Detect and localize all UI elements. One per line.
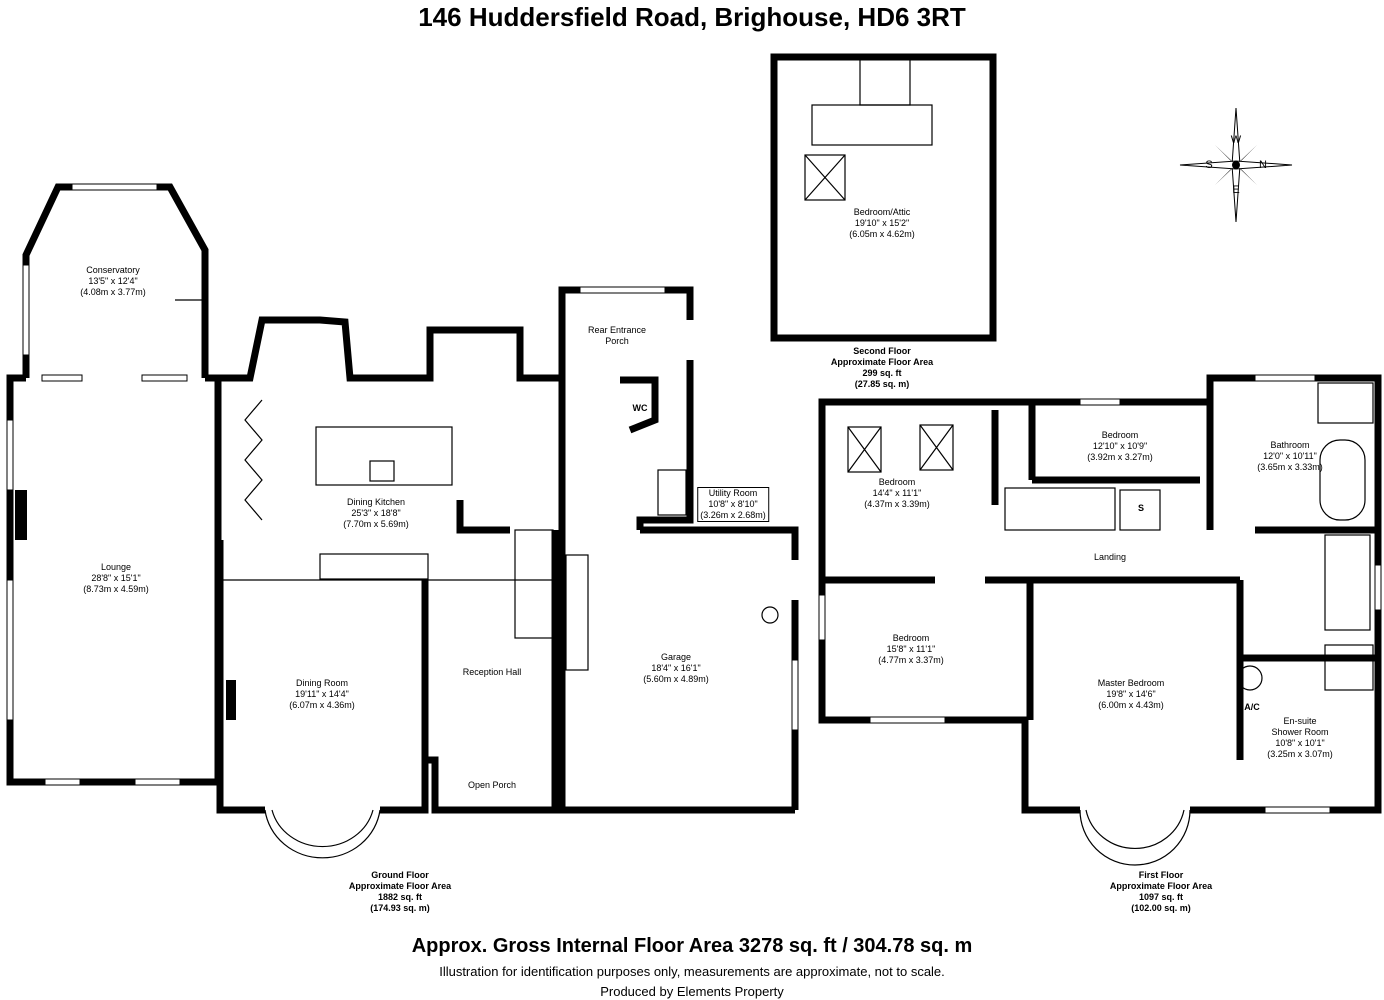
room-label-utility-room: Utility Room 10'8" x 8'10" (3.26m x 2.68… [697,487,769,522]
room-label-bedroom-1: Bedroom 14'4" x 11'1" (4.37m x 3.39m) [864,477,930,510]
room-size-imperial: 13'5" x 12'4" [88,276,138,286]
room-name-line2: Shower Room [1271,727,1329,737]
first-floor-plan [818,374,1382,866]
room-label-garage: Garage 18'4" x 16'1" (5.60m x 4.89m) [643,652,709,685]
room-name: Dining Room [295,678,349,688]
first-floor-area: First Floor Approximate Floor Area 1097 … [1110,870,1212,914]
room-name: Bathroom [1270,440,1310,450]
room-label-rear-porch: Rear Entrance Porch [588,325,646,347]
room-size-metric: (4.08m x 3.77m) [80,287,146,297]
room-label-open-porch: Open Porch [467,780,517,790]
room-name: Utility Room [708,488,758,498]
room-size-imperial: 19'11" x 14'4" [295,689,349,699]
room-name: Bedroom [878,477,916,487]
area-line: First Floor [1138,870,1184,880]
lounge-walls [6,374,222,786]
hall-walls [425,530,559,814]
first-floor-outer [818,374,1382,814]
area-line: 1097 sq. ft [1138,892,1184,902]
compass-w-label: W [1230,134,1242,146]
room-size-imperial: 10'8" x 10'1" [1275,738,1325,748]
area-line: Approximate Floor Area [1109,881,1213,891]
room-label-bedroom-attic: Bedroom/Attic 19'10" x 15'2" (6.05m x 4.… [849,207,915,240]
compass-rose [1179,107,1293,223]
area-line: Approximate Floor Area [348,881,452,891]
room-size-imperial: 10'8" x 8'10" [708,499,758,509]
area-line: 1882 sq. ft [377,892,423,902]
room-size-metric: (3.26m x 2.68m) [700,510,766,520]
area-line: (102.00 sq. m) [1131,903,1191,913]
room-size-imperial: 15'8" x 11'1" [886,644,936,654]
room-label-wc: WC [632,403,648,413]
gross-floor-area: Approx. Gross Internal Floor Area 3278 s… [411,935,973,957]
room-size-metric: (8.73m x 4.59m) [83,584,149,594]
room-name: Dining Kitchen [346,497,406,507]
room-name: Master Bedroom [1097,678,1165,688]
page-title: 146 Huddersfield Road, Brighouse, HD6 3R… [418,2,966,32]
second-floor-plan [770,53,997,342]
compass-e-label: E [1232,184,1240,196]
room-name: Bedroom [1101,430,1139,440]
room-name: En-suite [1283,716,1317,726]
room-label-bedroom-3: Bedroom 15'8" x 11'1" (4.77m x 3.37m) [878,633,944,666]
room-label-landing: Landing [1093,552,1127,562]
room-size-imperial: 18'4" x 16'1" [651,663,701,673]
area-line: Second Floor [853,346,911,356]
room-size-imperial: 19'10" x 15'2" [854,218,910,228]
room-size-imperial: 12'10" x 10'9" [1092,441,1148,451]
room-size-imperial: 28'8" x 15'1" [91,573,141,583]
compass-s-label: S [1205,159,1213,171]
room-name-line2: Porch [605,336,629,346]
ground-floor-area: Ground Floor Approximate Floor Area 1882… [349,870,451,914]
room-name: Lounge [100,562,132,572]
room-size-metric: (3.92m x 3.27m) [1087,452,1153,462]
room-label-ac: A/C [1244,702,1260,712]
credit: Produced by Elements Property [600,984,784,999]
room-label-conservatory: Conservatory 13'5" x 12'4" (4.08m x 3.77… [80,265,146,298]
room-size-metric: (3.65m x 3.33m) [1257,462,1323,472]
room-name: Bedroom/Attic [853,207,911,217]
garage-walls [558,530,795,814]
room-name: Rear Entrance [587,325,647,335]
compass-n-label: N [1259,159,1267,171]
room-name: Conservatory [86,265,140,275]
room-size-imperial: 14'4" x 11'1" [872,488,922,498]
room-size-metric: (6.00m x 4.43m) [1098,700,1164,710]
room-size-imperial: 19'8" x 14'6" [1106,689,1156,699]
area-line: 299 sq. ft [862,368,902,378]
room-size-metric: (5.60m x 4.89m) [643,674,709,684]
dining-room-walls [216,580,265,814]
room-label-lounge: Lounge 28'8" x 15'1" (8.73m x 4.59m) [83,562,149,595]
room-size-imperial: 12'0" x 10'11" [1263,451,1317,461]
room-size-metric: (6.05m x 4.62m) [849,229,915,239]
room-size-metric: (4.37m x 3.39m) [864,499,930,509]
area-line: Approximate Floor Area [830,357,934,367]
room-size-metric: (6.07m x 4.36m) [289,700,355,710]
room-name: Bedroom [892,633,930,643]
ground-floor-plan [6,183,799,859]
disclaimer: Illustration for identification purposes… [439,964,945,979]
room-label-bathroom: Bathroom 12'0" x 10'11" (3.65m x 3.33m) [1257,440,1323,473]
room-label-bedroom-2: Bedroom 12'10" x 10'9" (3.92m x 3.27m) [1087,430,1153,463]
room-label-dining-room: Dining Room 19'11" x 14'4" (6.07m x 4.36… [289,678,355,711]
area-line: (27.85 sq. m) [854,379,910,389]
area-line: (174.93 sq. m) [370,903,430,913]
room-size-metric: (3.25m x 3.07m) [1267,749,1333,759]
room-name: Garage [660,652,692,662]
room-size-metric: (7.70m x 5.69m) [343,519,409,529]
room-label-dining-kitchen: Dining Kitchen 25'3" x 18'8" (7.70m x 5.… [343,497,409,530]
area-line: Ground Floor [371,870,429,880]
room-label-storage: S [1137,503,1145,513]
room-label-ensuite: En-suite Shower Room 10'8" x 10'1" (3.25… [1267,716,1333,760]
second-floor-area: Second Floor Approximate Floor Area 299 … [831,346,933,390]
room-label-reception-hall: Reception Hall [462,667,522,677]
kitchen-walls [218,316,566,530]
room-label-master-bedroom: Master Bedroom 19'8" x 14'6" (6.00m x 4.… [1098,678,1165,711]
room-size-metric: (4.77m x 3.37m) [878,655,944,665]
room-size-imperial: 25'3" x 18'8" [351,508,401,518]
